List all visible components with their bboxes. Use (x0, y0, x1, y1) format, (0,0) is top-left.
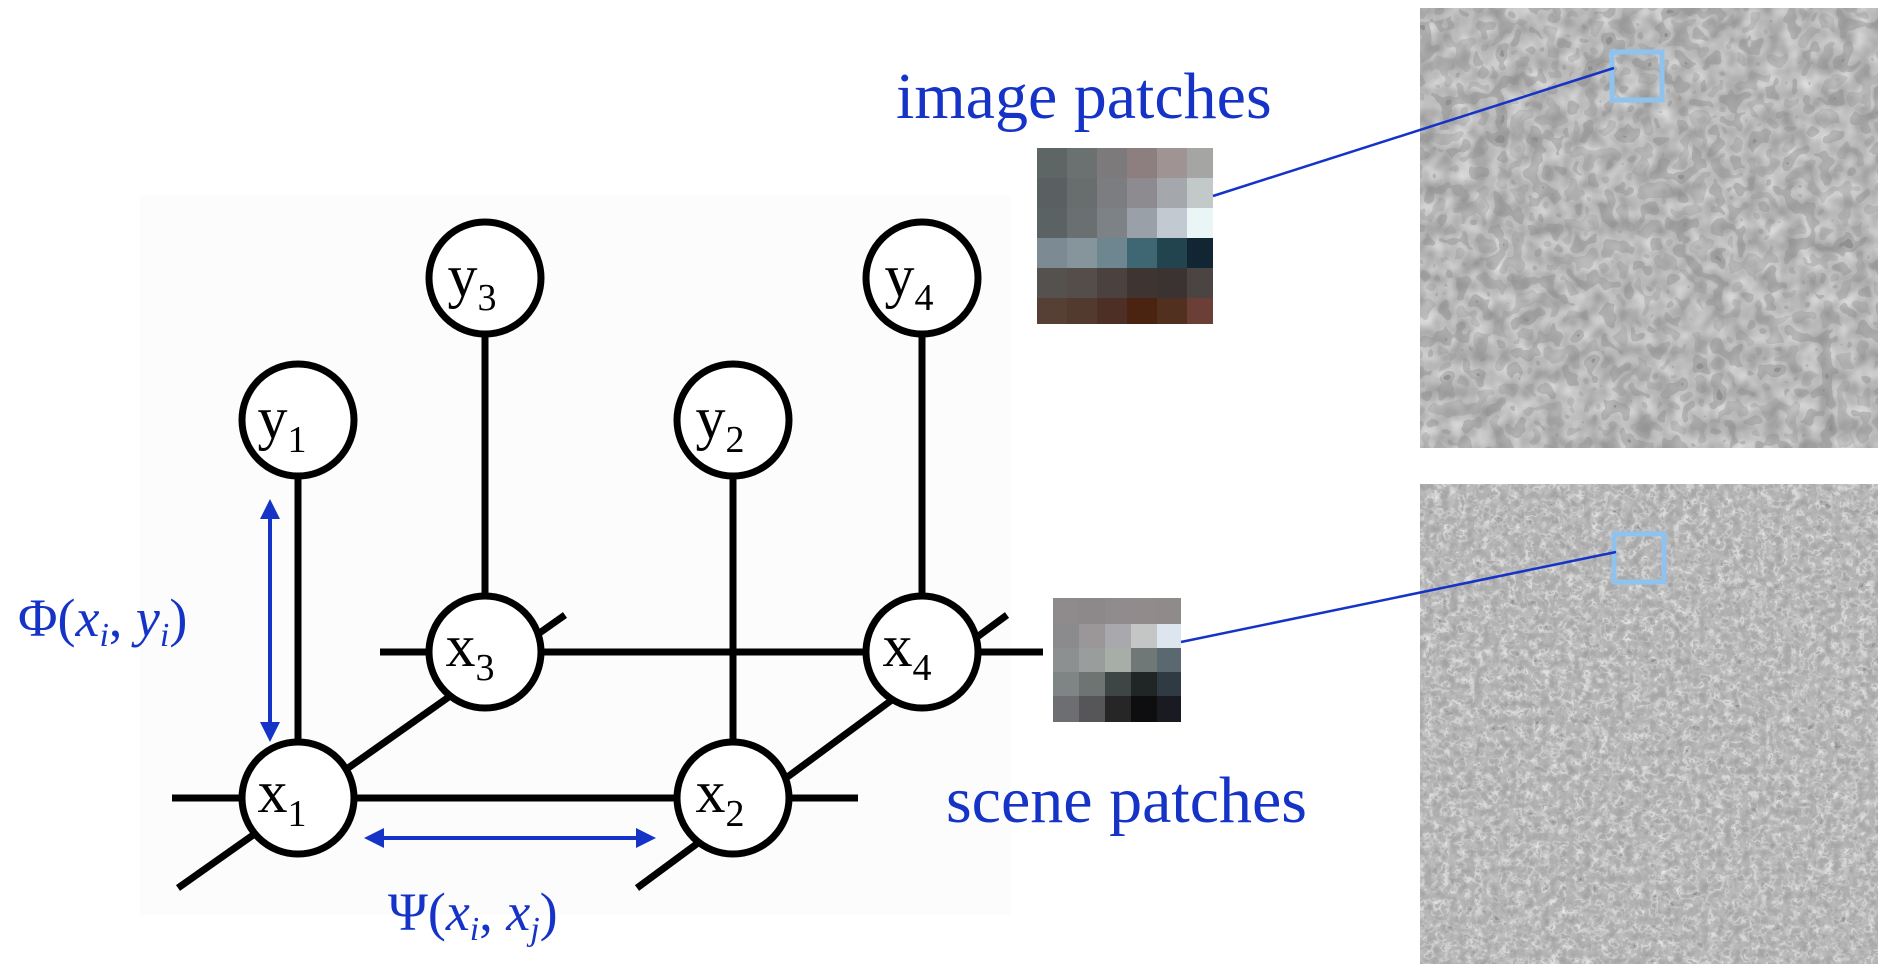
psi-arg-a: x (445, 882, 470, 942)
psi-arg-b: x (505, 882, 530, 942)
psi-label: Ψ(xi, xj) (388, 882, 558, 948)
psi-arg-a-sub: i (470, 911, 479, 948)
image-patch-thumbnail (1037, 148, 1213, 324)
node-x2-sub: 2 (726, 793, 745, 835)
phi-arg-a-sub: i (99, 617, 108, 654)
psi-sep: , (479, 882, 506, 942)
node-x2: x2 (673, 738, 793, 858)
node-y3: y3 (425, 218, 545, 338)
node-y3-letter: y (448, 243, 478, 309)
svg-text:x1: x1 (258, 759, 307, 835)
phi-arg-a: x (74, 588, 99, 648)
node-y2-letter: y (696, 385, 726, 451)
node-y1-letter: y (258, 385, 288, 451)
svg-text:x2: x2 (696, 759, 745, 835)
phi-close: ) (169, 588, 187, 648)
scene-patches-label: scene patches (946, 764, 1307, 837)
svg-text:y2: y2 (696, 385, 745, 461)
node-y4-letter: y (885, 243, 915, 309)
node-x1: x1 (238, 738, 358, 858)
phi-func: Φ( (18, 588, 75, 648)
node-y1: y1 (238, 360, 358, 480)
node-circle (238, 738, 358, 858)
node-circle (862, 218, 982, 338)
node-circle (673, 738, 793, 858)
psi-func: Ψ( (388, 882, 446, 942)
image-patch-selection-box (1609, 49, 1665, 103)
phi-arg-b: y (131, 588, 160, 648)
node-x3-sub: 3 (476, 647, 495, 689)
node-x1-sub: 1 (288, 793, 307, 835)
node-y2-sub: 2 (726, 419, 745, 461)
node-y3-sub: 3 (478, 277, 497, 319)
psi-close: ) (540, 882, 558, 942)
svg-text:y1: y1 (258, 385, 307, 461)
scene-patch-thumbnail (1053, 598, 1181, 722)
node-circle (425, 218, 545, 338)
scene-patch-connector (1180, 550, 1617, 644)
image-patches-label: image patches (896, 60, 1272, 133)
node-y2: y2 (673, 360, 793, 480)
node-circle (425, 592, 545, 712)
phi-arg-b-sub: i (160, 617, 169, 654)
scene-texture-photo (1420, 484, 1878, 964)
node-y4-sub: 4 (915, 277, 934, 319)
svg-text:x3: x3 (446, 613, 495, 689)
svg-text:y3: y3 (448, 243, 497, 319)
phi-label: Φ(xi, yi) (18, 588, 187, 654)
node-x4: x4 (862, 592, 982, 712)
node-x2-letter: x (696, 759, 726, 825)
svg-text:x4: x4 (883, 613, 932, 689)
node-circle (673, 360, 793, 480)
node-x3: x3 (425, 592, 545, 712)
scene-patch-selection-box (1611, 531, 1667, 585)
node-circle (862, 592, 982, 712)
image-patch-connector (1212, 66, 1615, 198)
node-x4-sub: 4 (913, 647, 932, 689)
image-texture-photo (1420, 8, 1878, 448)
psi-arg-b-sub: j (526, 911, 539, 948)
phi-sep: , (109, 588, 136, 648)
node-x3-letter: x (446, 613, 476, 679)
node-x1-letter: x (258, 759, 288, 825)
node-circle (238, 360, 358, 480)
node-y4: y4 (862, 218, 982, 338)
svg-text:y4: y4 (885, 243, 934, 319)
node-x4-letter: x (883, 613, 913, 679)
node-y1-sub: 1 (288, 419, 307, 461)
